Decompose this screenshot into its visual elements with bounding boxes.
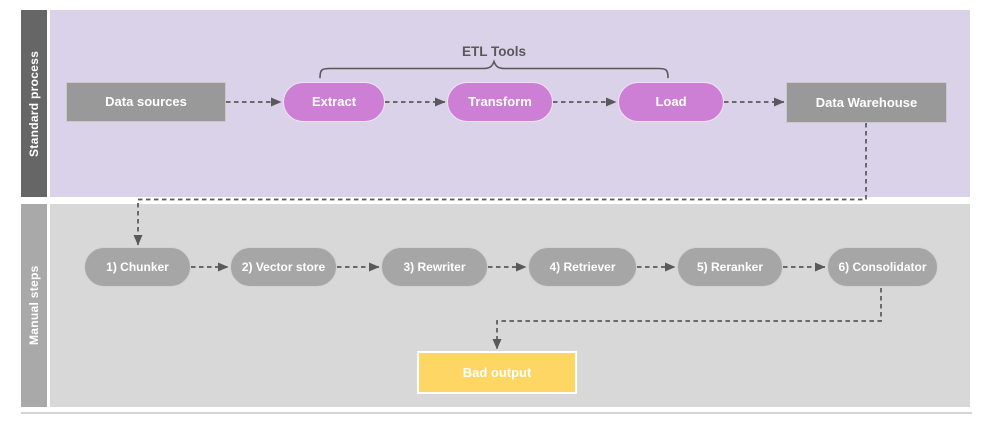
etl-tools-annotation: ETL Tools [462,44,526,59]
node-data-sources: Data sources [66,82,226,122]
node-reranker: 5) Reranker [677,247,783,287]
node-consolidator-label: 6) Consolidator [838,259,927,274]
lane-label-standard-process-text: Standard process [27,50,41,157]
diagram-bottom-border [21,412,972,414]
node-data-sources-label: Data sources [105,94,187,110]
node-transform: Transform [447,82,553,122]
node-bad-output-label: Bad output [462,364,532,380]
node-data-warehouse-label: Data Warehouse [815,94,918,110]
node-rewriter: 3) Rewriter [381,247,488,287]
node-vector-store-label: 2) Vector store [241,259,326,274]
node-reranker-label: 5) Reranker [696,259,764,274]
node-bad-output: Bad output [417,351,577,394]
node-transform-label: Transform [468,94,532,110]
lane-label-manual-steps-text: Manual steps [27,265,41,346]
node-consolidator: 6) Consolidator [827,247,938,287]
node-retriever-label: 4) Retriever [549,259,616,274]
lane-label-standard-process: Standard process [21,10,47,197]
node-load: Load [618,82,724,122]
node-vector-store: 2) Vector store [230,247,337,287]
node-load-label: Load [655,94,687,110]
node-retriever: 4) Retriever [528,247,637,287]
node-chunker-label: 1) Chunker [106,259,169,274]
lane-label-manual-steps: Manual steps [21,204,47,407]
node-extract-label: Extract [311,94,357,110]
node-data-warehouse: Data Warehouse [786,82,947,123]
node-extract: Extract [283,82,385,122]
node-chunker: 1) Chunker [84,247,191,287]
node-rewriter-label: 3) Rewriter [403,259,466,274]
